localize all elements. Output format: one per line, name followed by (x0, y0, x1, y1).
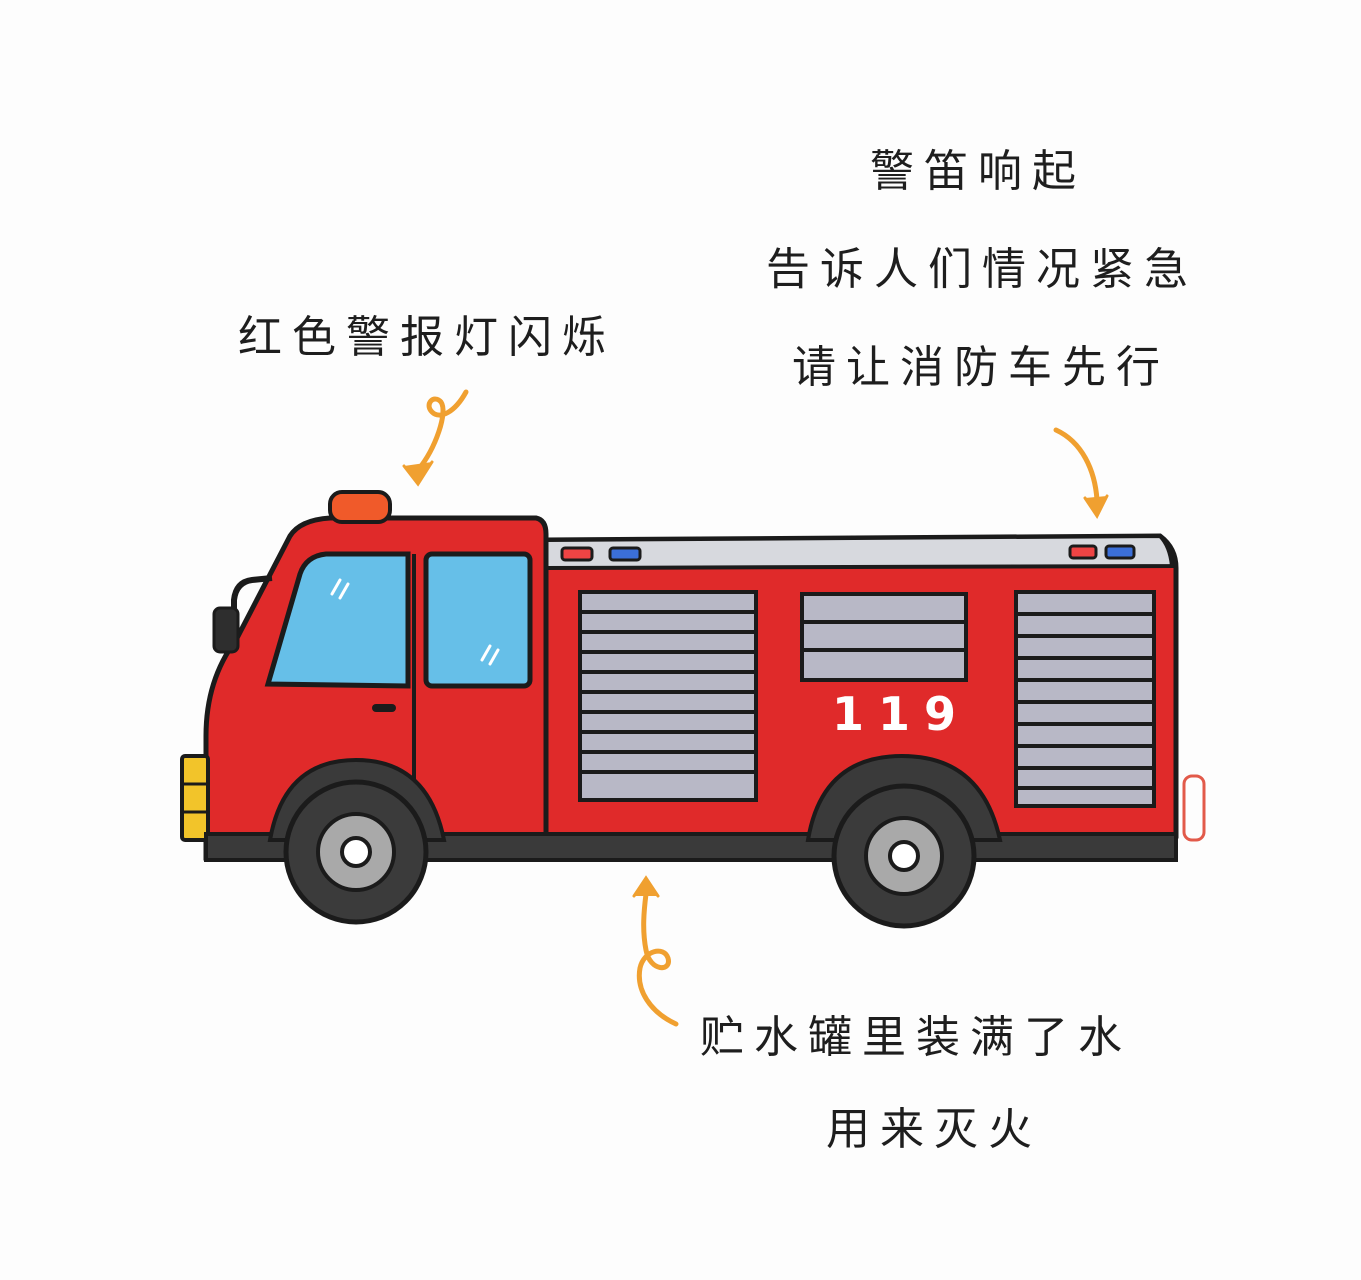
water-tank-caption-line-2: 用来灭火 (826, 1104, 1042, 1155)
alarm-light-caption: 红色警报灯闪烁 (238, 312, 616, 363)
siren-caption-line-2: 告诉人们情况紧急 (766, 244, 1198, 295)
middle-shutter (800, 592, 968, 682)
tank-roof-strip (544, 533, 1175, 571)
rear-wheel (831, 783, 977, 929)
front-window (264, 551, 411, 689)
right-shutter (1014, 590, 1156, 808)
arrow-to-siren (1053, 427, 1109, 519)
side-window (423, 551, 533, 689)
blue-siren-light-icon (1104, 544, 1136, 560)
red-siren-light-icon (560, 546, 594, 562)
cab (180, 490, 549, 861)
arrow-to-alarm-light (402, 389, 469, 487)
siren-caption-line-1: 警笛响起 (870, 146, 1086, 197)
artist-seal-stamp (1182, 774, 1206, 842)
front-wheel (283, 779, 429, 925)
red-siren-light-icon (1068, 544, 1098, 560)
water-tank-caption-line-1: 贮水罐里装满了水 (700, 1012, 1132, 1063)
side-mirror-arm (231, 575, 273, 630)
arrow-to-water-tank (632, 875, 679, 1027)
alarm-light-icon (328, 490, 392, 524)
left-shutter (578, 590, 758, 802)
truck-number: 119 (832, 687, 970, 741)
side-mirror (212, 606, 240, 654)
headlight (180, 754, 210, 842)
blue-siren-light-icon (608, 546, 642, 562)
siren-caption-line-3: 请让消防车先行 (792, 342, 1170, 393)
door-handle (372, 704, 396, 712)
